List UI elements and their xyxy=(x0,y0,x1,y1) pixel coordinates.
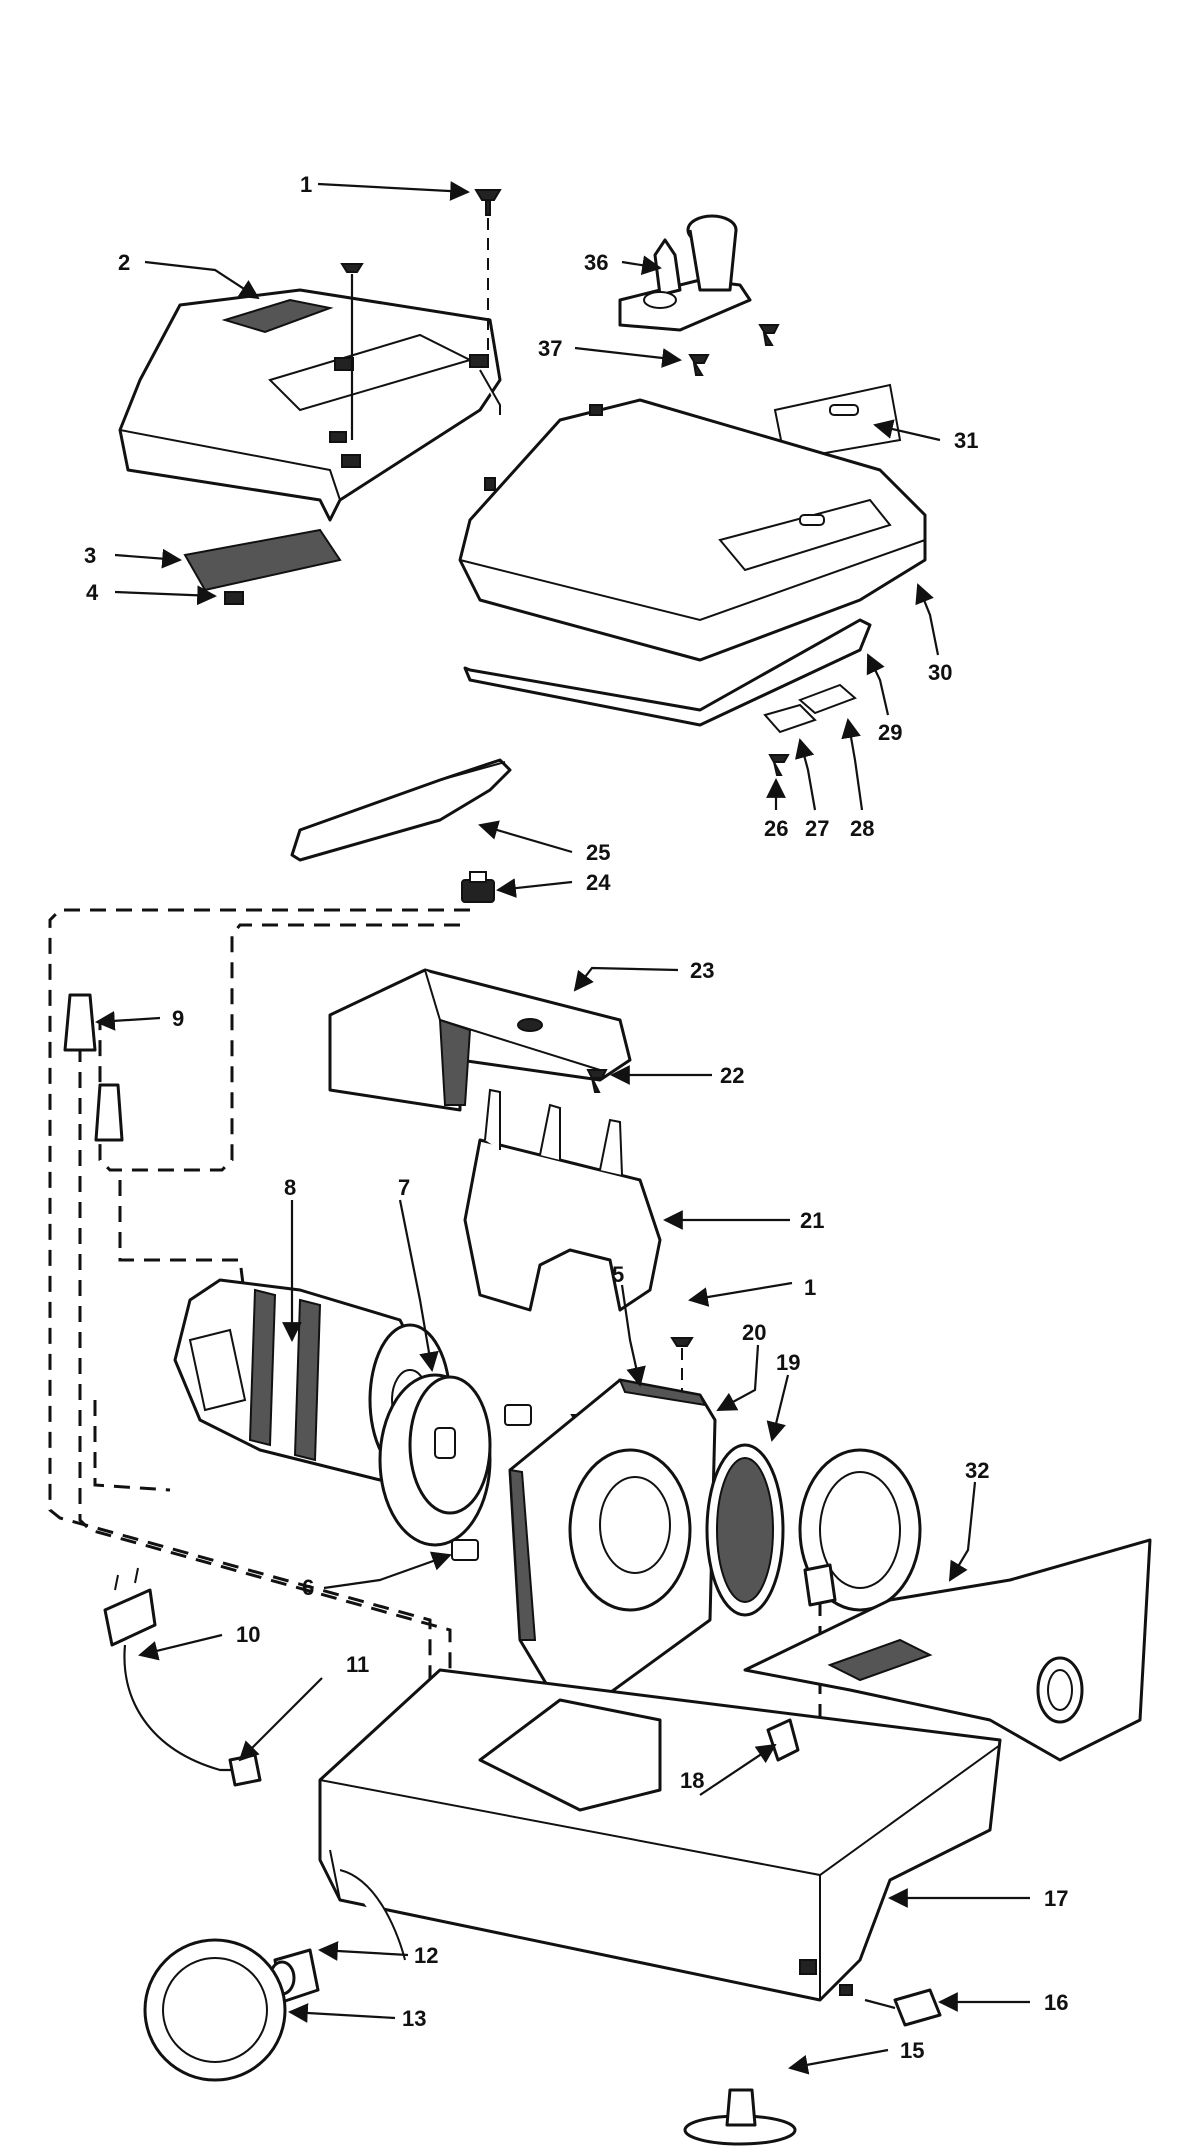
part-handle-bracket xyxy=(618,214,752,332)
callout-9: 9 xyxy=(172,1006,184,1031)
callout-18: 18 xyxy=(680,1768,704,1793)
callout-16: 16 xyxy=(1044,1990,1068,2015)
callout-24: 24 xyxy=(586,870,611,895)
callout-30: 30 xyxy=(928,660,952,685)
part-clip xyxy=(224,591,244,605)
part-motor-cover xyxy=(328,968,632,1112)
callout-36: 36 xyxy=(584,250,608,275)
callout-21: 21 xyxy=(800,1208,824,1233)
part-rear-hood xyxy=(458,398,927,662)
part-bumper xyxy=(504,1404,532,1426)
part-front-wheel xyxy=(143,1938,287,2082)
callout-22: 22 xyxy=(720,1063,744,1088)
leader-lines xyxy=(95,181,1030,2075)
callout-11: 11 xyxy=(346,1652,369,1677)
part-filter-disc xyxy=(705,1443,785,1617)
callout-13: 13 xyxy=(402,2006,426,2031)
callout-4: 4 xyxy=(86,580,99,605)
callout-31: 31 xyxy=(954,428,978,453)
part-rear-wheel xyxy=(798,1448,922,1612)
callout-27: 27 xyxy=(805,816,829,841)
part-dust-bag xyxy=(743,1538,1152,1762)
callout-1: 1 xyxy=(300,172,312,197)
callout-19: 19 xyxy=(776,1350,800,1375)
callout-17: 17 xyxy=(1044,1886,1068,1911)
part-latch xyxy=(763,683,857,776)
part-screw-22 xyxy=(586,1069,608,1093)
part-cord-plug xyxy=(864,1988,942,2027)
callout-28: 28 xyxy=(850,816,874,841)
callout-8: 8 xyxy=(284,1175,296,1200)
callout-6: 6 xyxy=(302,1575,314,1600)
callout-23: 23 xyxy=(690,958,714,983)
callout-2: 2 xyxy=(118,250,130,275)
callout-7: 7 xyxy=(398,1175,410,1200)
callout-15: 15 xyxy=(900,2038,924,2063)
part-switch xyxy=(461,871,495,903)
part-motor-mount xyxy=(463,1088,662,1312)
callout-10: 10 xyxy=(236,1622,260,1647)
part-connectors xyxy=(63,993,124,1142)
part-base-housing xyxy=(318,1668,1002,2002)
part-handle-grip xyxy=(290,758,512,862)
callout-20: 20 xyxy=(742,1320,766,1345)
part-gasket xyxy=(463,618,872,727)
part-swivel-caster xyxy=(683,2088,797,2146)
part-front-hood xyxy=(118,288,502,522)
callout-37: 37 xyxy=(538,336,562,361)
part-fan-shroud xyxy=(508,1378,717,1702)
callout-3: 3 xyxy=(84,543,96,568)
callout-12: 12 xyxy=(414,1943,438,1968)
callout-26: 26 xyxy=(764,816,788,841)
part-power-cord xyxy=(103,1567,262,1787)
callout-5: 5 xyxy=(612,1262,624,1287)
part-fan-housing xyxy=(378,1373,492,1547)
part-filter-pad xyxy=(183,528,342,592)
callout-32: 32 xyxy=(965,1458,989,1483)
reference-numbers: 1 2 3 4 5 6 7 8 9 10 11 12 13 15 16 17 1… xyxy=(84,172,1068,2063)
part-screw-37 xyxy=(688,354,710,376)
callout-1-lower: 1 xyxy=(804,1275,816,1300)
callout-25: 25 xyxy=(586,840,610,865)
callout-29: 29 xyxy=(878,720,902,745)
